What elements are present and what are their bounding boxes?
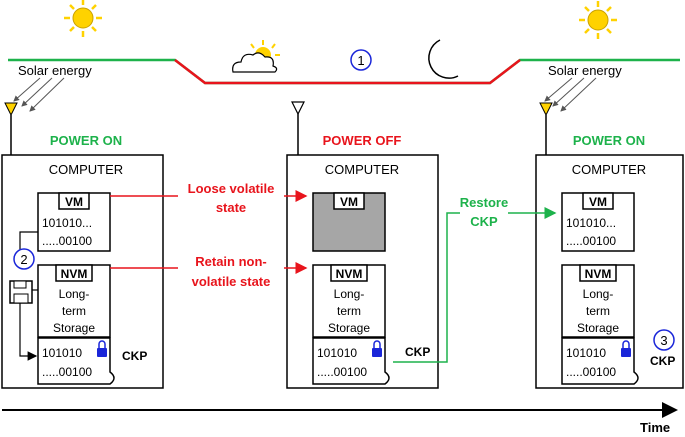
vm-bits-line2: .....00100 xyxy=(566,234,616,248)
vm-bits-line1: 101010... xyxy=(42,216,92,230)
computer-middle: COMPUTER VM NVM Long- term Storage 10101… xyxy=(286,154,439,389)
sun-icon xyxy=(579,1,617,39)
loose-state-label-line1: Loose volatile xyxy=(188,181,275,196)
vm-bits-line1: 101010... xyxy=(566,216,616,230)
storage-line1: Long- xyxy=(59,287,90,301)
step-1-marker: 1 xyxy=(350,49,372,71)
computer-right: COMPUTER VM 101010... .....00100 NVM Lon… xyxy=(535,154,684,389)
step-2-label: 2 xyxy=(20,252,27,267)
storage-line2: term xyxy=(62,304,86,318)
solar-rays-left xyxy=(13,77,65,112)
step-2-marker xyxy=(13,248,35,270)
restore-label-line2: CKP xyxy=(470,214,498,229)
storage-line1: Long- xyxy=(334,287,365,301)
computer-title: COMPUTER xyxy=(325,162,399,177)
storage-line3: Storage xyxy=(328,321,370,335)
time-axis-label: Time xyxy=(640,420,670,435)
ckp-label: CKP xyxy=(405,345,430,359)
lock-icon xyxy=(97,340,107,357)
loose-state-label-line2: state xyxy=(216,200,246,215)
ckp-label: CKP xyxy=(122,349,147,363)
storage-line3: Storage xyxy=(577,321,619,335)
vm-label: VM xyxy=(589,195,607,209)
antenna-icon xyxy=(4,102,18,155)
power-on-label-right: POWER ON xyxy=(573,133,645,148)
vm-label: VM xyxy=(340,195,358,209)
cloudy-sun-icon xyxy=(232,40,280,73)
moon-icon xyxy=(428,39,459,79)
checkpoint-box xyxy=(561,337,639,385)
storage-line2: term xyxy=(337,304,361,318)
nvm-label: NVM xyxy=(336,267,363,281)
ckp-bits-line2: .....00100 xyxy=(42,365,92,379)
energy-level-line xyxy=(8,58,680,85)
ckp-bits-line1: 101010 xyxy=(317,346,357,360)
solar-rays-right xyxy=(544,77,597,112)
nvm-box xyxy=(37,264,111,338)
ckp-bits-line2: .....00100 xyxy=(317,365,367,379)
checkpoint-box xyxy=(37,337,115,385)
retain-state-label-line1: Retain non- xyxy=(195,254,267,269)
power-on-label-left: POWER ON xyxy=(50,133,122,148)
nvm-label: NVM xyxy=(585,267,612,281)
vm-label: VM xyxy=(65,195,83,209)
power-off-label: POWER OFF xyxy=(323,133,402,148)
lock-icon xyxy=(372,340,382,357)
solar-energy-label-right: Solar energy xyxy=(548,63,622,78)
computer-title: COMPUTER xyxy=(49,162,123,177)
ckp-label: CKP xyxy=(650,354,675,368)
checkpoint-box xyxy=(312,337,390,385)
storage-line1: Long- xyxy=(583,287,614,301)
storage-line3: Storage xyxy=(53,321,95,335)
lock-icon xyxy=(621,340,631,357)
storage-line2: term xyxy=(586,304,610,318)
computer-title: COMPUTER xyxy=(572,162,646,177)
antenna-icon xyxy=(291,101,305,155)
solar-energy-label-left: Solar energy xyxy=(18,63,92,78)
retain-state-label-line2: volatile state xyxy=(192,274,271,289)
step-3-marker xyxy=(653,329,675,351)
antenna-icon xyxy=(539,102,553,155)
ckp-bits-line1: 101010 xyxy=(42,346,82,360)
computer-left: COMPUTER VM 101010... .....00100 NVM Lon… xyxy=(1,154,164,389)
floppy-disk-icon xyxy=(9,280,33,304)
step-3-label: 3 xyxy=(660,333,667,348)
restore-label-line1: Restore xyxy=(460,195,508,210)
ckp-bits-line1: 101010 xyxy=(566,346,606,360)
sun-icon xyxy=(64,0,102,37)
step-1-label: 1 xyxy=(357,53,364,68)
ckp-bits-line2: .....00100 xyxy=(566,365,616,379)
vm-bits-line2: .....00100 xyxy=(42,234,92,248)
nvm-label: NVM xyxy=(61,267,88,281)
